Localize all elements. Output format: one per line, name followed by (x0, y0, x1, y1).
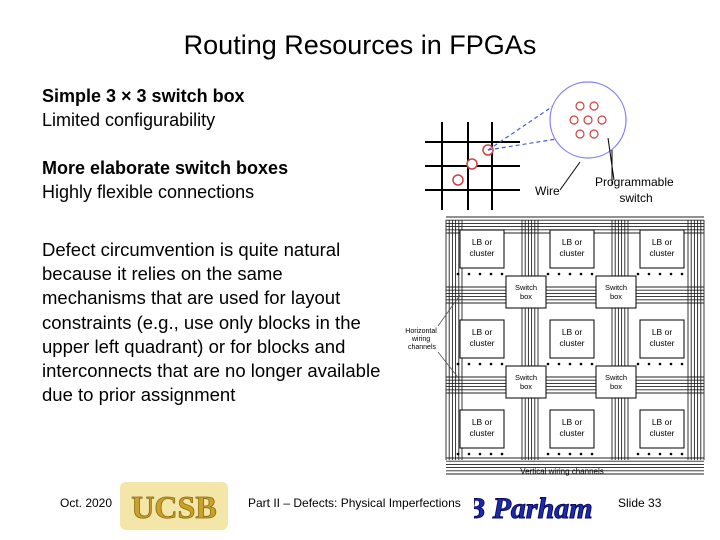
lb-cluster-block (639, 409, 685, 449)
vertical-channels-label: Vertical wiring channels (520, 467, 604, 476)
lb-cluster-label: LB or (562, 327, 582, 337)
programmable-switch-label: Programmable switch (595, 175, 677, 205)
switch-box-label: box (520, 292, 532, 301)
lb-cluster-label: cluster (469, 248, 494, 258)
lb-cluster-label: LB or (652, 237, 672, 247)
lb-cluster-block (639, 319, 685, 359)
horizontal-channels-label-line2: wiring (411, 336, 430, 343)
switch-box-label: box (520, 382, 532, 391)
lb-cluster-block (549, 229, 595, 269)
lb-cluster-block (549, 409, 595, 449)
lb-cluster-label: LB or (652, 327, 672, 337)
lb-cluster-block (459, 409, 505, 449)
lb-cluster-block (549, 319, 595, 359)
footer-date: Oct. 2020 (60, 496, 113, 510)
horizontal-channels-label-line3: channels (408, 344, 437, 351)
switch-box-label: Switch (605, 283, 627, 292)
wire-label: Wire (535, 184, 560, 198)
switch-box-label: box (610, 292, 622, 301)
fpga-routing-diagram: Wire Programmable switch LB orclusterLB … (405, 81, 705, 476)
lb-cluster-label: cluster (649, 248, 674, 258)
footer-course-part: Part II – Defects: Physical Imperfection… (248, 496, 461, 510)
point-elaborate-switch-boxes: More elaborate switch boxes (42, 158, 289, 178)
lb-cluster-label: cluster (649, 428, 674, 438)
switch-box-label: Switch (605, 373, 627, 382)
switch-box (595, 275, 637, 309)
switch-box-label: Switch (515, 373, 537, 382)
lb-cluster-label: cluster (559, 248, 584, 258)
svg-text:UCSB: UCSB (131, 489, 216, 525)
lb-cluster-label: LB or (562, 417, 582, 427)
lb-cluster-label: LB or (472, 417, 492, 427)
lb-cluster-label: cluster (469, 428, 494, 438)
switch-box (505, 275, 547, 309)
programmable-switch-label-line1: Programmable (595, 175, 674, 189)
svg-text:B Parhami: B Parhami (474, 492, 592, 525)
signature-logo: B Parhami (474, 492, 592, 526)
lb-cluster-label: cluster (469, 338, 494, 348)
lb-cluster-label: cluster (649, 338, 674, 348)
programmable-switch-label-line2: switch (619, 191, 652, 205)
lb-cluster-label: LB or (472, 327, 492, 337)
defect-circumvention-paragraph: Defect circumvention is quite natural be… (42, 239, 381, 406)
simple-switch-box (425, 81, 627, 210)
lb-cluster-label: LB or (652, 417, 672, 427)
lb-cluster-label: LB or (472, 237, 492, 247)
lb-cluster-label: cluster (559, 338, 584, 348)
switch-box-label: Switch (515, 283, 537, 292)
switch-box (595, 365, 637, 399)
footer-slide-number: Slide 33 (618, 496, 662, 510)
ucsb-logo: UCSB (120, 482, 228, 530)
lb-cluster-block (639, 229, 685, 269)
horizontal-channels-label: Horizontal wiring channels (405, 328, 438, 351)
slide-title: Routing Resources in FPGAs (183, 30, 537, 60)
point-flexible-connections: Highly flexible connections (42, 182, 255, 202)
switch-box-label: box (610, 382, 622, 391)
point-limited-configurability: Limited configurability (42, 110, 216, 130)
switch-box (505, 365, 547, 399)
point-simple-switch-box: Simple 3 × 3 switch box (42, 86, 245, 106)
lb-cluster-block (459, 319, 505, 359)
lb-cluster-label: cluster (559, 428, 584, 438)
lb-cluster-label: LB or (562, 237, 582, 247)
lb-cluster-block (459, 229, 505, 269)
horizontal-channels-label-line1: Horizontal (405, 328, 437, 335)
